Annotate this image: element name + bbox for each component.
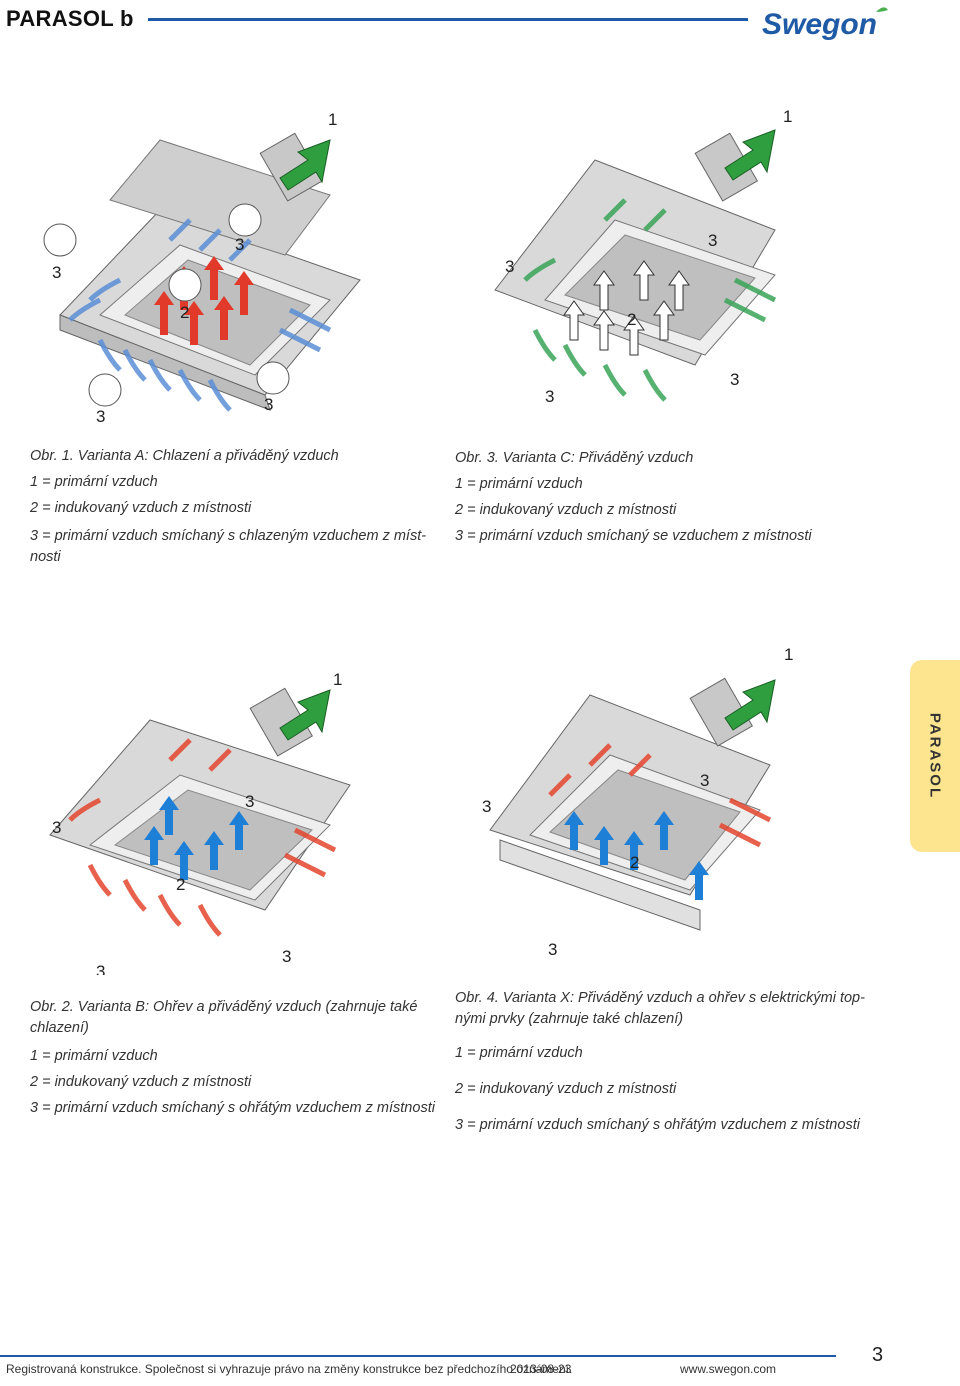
svg-text:Swegon: Swegon [762, 8, 877, 41]
footer-date: 2013-08-23 [510, 1362, 572, 1376]
caption-line: 1 = primární vzduch [30, 1048, 158, 1064]
caption-line: 2 = indukovaný vzduch z místnosti [30, 500, 252, 516]
label-mixed: 3 [548, 940, 557, 959]
induced-air-arrows [564, 811, 709, 900]
caption-variant-c: Obr. 3. Varianta C: Přiváděný vzduch 1 =… [455, 445, 895, 549]
caption-line: 2 = indukovaný vzduch z místnosti [455, 1081, 677, 1097]
caption-title: Obr. 4. Varianta X: Přiváděný vzduch a o… [455, 990, 865, 1027]
caption-line: 1 = primární vzduch [455, 1045, 583, 1061]
footer-url[interactable]: www.swegon.com [680, 1362, 777, 1376]
label-mixed: 3 [52, 818, 61, 837]
primary-air-arrow [279, 139, 331, 191]
page-number: 3 [872, 1344, 884, 1366]
mixed-air-arrows [548, 743, 772, 848]
caption-line: 1 = primární vzduch [455, 476, 583, 492]
induced-air-arrows [563, 260, 690, 356]
label-mixed: 3 [282, 947, 291, 966]
label-induced: 2 [176, 875, 185, 894]
label-primary: 1 [784, 645, 793, 664]
caption-title: Obr. 1. Varianta A: Chlazení a přiváděný… [30, 448, 339, 464]
label-primary: 1 [783, 107, 792, 126]
primary-air-arrow [724, 129, 776, 181]
label-mixed: 3 [700, 771, 709, 790]
caption-line: 3 = primární vzduch smíchaný se vzduchem… [455, 528, 812, 544]
label-mixed: 3 [245, 792, 254, 811]
caption-variant-x: Obr. 4. Varianta X: Přiváděný vzduch a o… [455, 983, 895, 1138]
label-mixed: 3 [505, 257, 514, 276]
caption-line: 3 = primární vzduch smíchaný s chlazeným… [30, 528, 427, 565]
header-rule [148, 18, 748, 21]
caption-title: Obr. 2. Varianta B: Ohřev a přiváděný vz… [30, 999, 418, 1036]
caption-line: 2 = indukovaný vzduch z místnosti [455, 502, 677, 518]
mixed-air-arrows [523, 198, 777, 402]
footer-note: Registrovaná konstrukce. Společnost si v… [6, 1362, 573, 1376]
figure-variant-c: 1 3 3 3 3 2 [494, 107, 792, 406]
figure-variant-a: 1 3 3 3 3 2 [43, 110, 361, 426]
caption-title: Obr. 3. Varianta C: Přiváděný vzduch [455, 450, 694, 466]
label-induced: 2 [630, 853, 639, 872]
caption-line: 3 = primární vzduch smíchaný s ohřátým v… [30, 1100, 435, 1116]
label-primary: 1 [333, 670, 342, 689]
mixed-air-arrows [68, 738, 337, 937]
side-tab: PARASOL [910, 660, 960, 852]
swegon-logo: Swegon [762, 7, 888, 41]
caption-line: 1 = primární vzduch [30, 474, 158, 490]
figure-variant-b: 1 3 3 3 3 2 [49, 670, 351, 975]
label-mixed: 3 [730, 370, 739, 389]
label-mixed: 3 [482, 797, 491, 816]
side-tab-label: PARASOL [926, 712, 944, 800]
ceiling-unit [489, 677, 771, 931]
label-mixed: 3 [96, 962, 105, 975]
label-mixed: 3 [708, 231, 717, 250]
label-primary: 1 [328, 110, 337, 129]
label-induced: 2 [627, 310, 636, 329]
label-mixed: 3 [96, 407, 105, 426]
footer-rule [0, 1355, 836, 1357]
label-mixed: 3 [52, 263, 61, 282]
label-induced: 2 [180, 303, 189, 322]
primary-air-arrow [279, 689, 331, 741]
mixed-air-arrows [68, 218, 332, 412]
label-mixed: 3 [545, 387, 554, 406]
caption-variant-a: Obr. 1. Varianta A: Chlazení a přiváděný… [30, 443, 430, 572]
figure-variant-x: 1 3 3 3 2 [482, 645, 793, 959]
primary-air-arrow [724, 679, 776, 731]
label-mixed: 3 [235, 235, 244, 254]
label-mixed: 3 [264, 395, 273, 414]
induced-air-arrows [144, 796, 249, 880]
caption-line: 3 = primární vzduch smíchaný s ohřátým v… [455, 1117, 860, 1133]
caption-line: 2 = indukovaný vzduch z místnosti [30, 1074, 252, 1090]
page-title: PARASOL b [6, 6, 134, 31]
caption-variant-b: Obr. 2. Varianta B: Ohřev a přiváděný vz… [30, 992, 435, 1121]
